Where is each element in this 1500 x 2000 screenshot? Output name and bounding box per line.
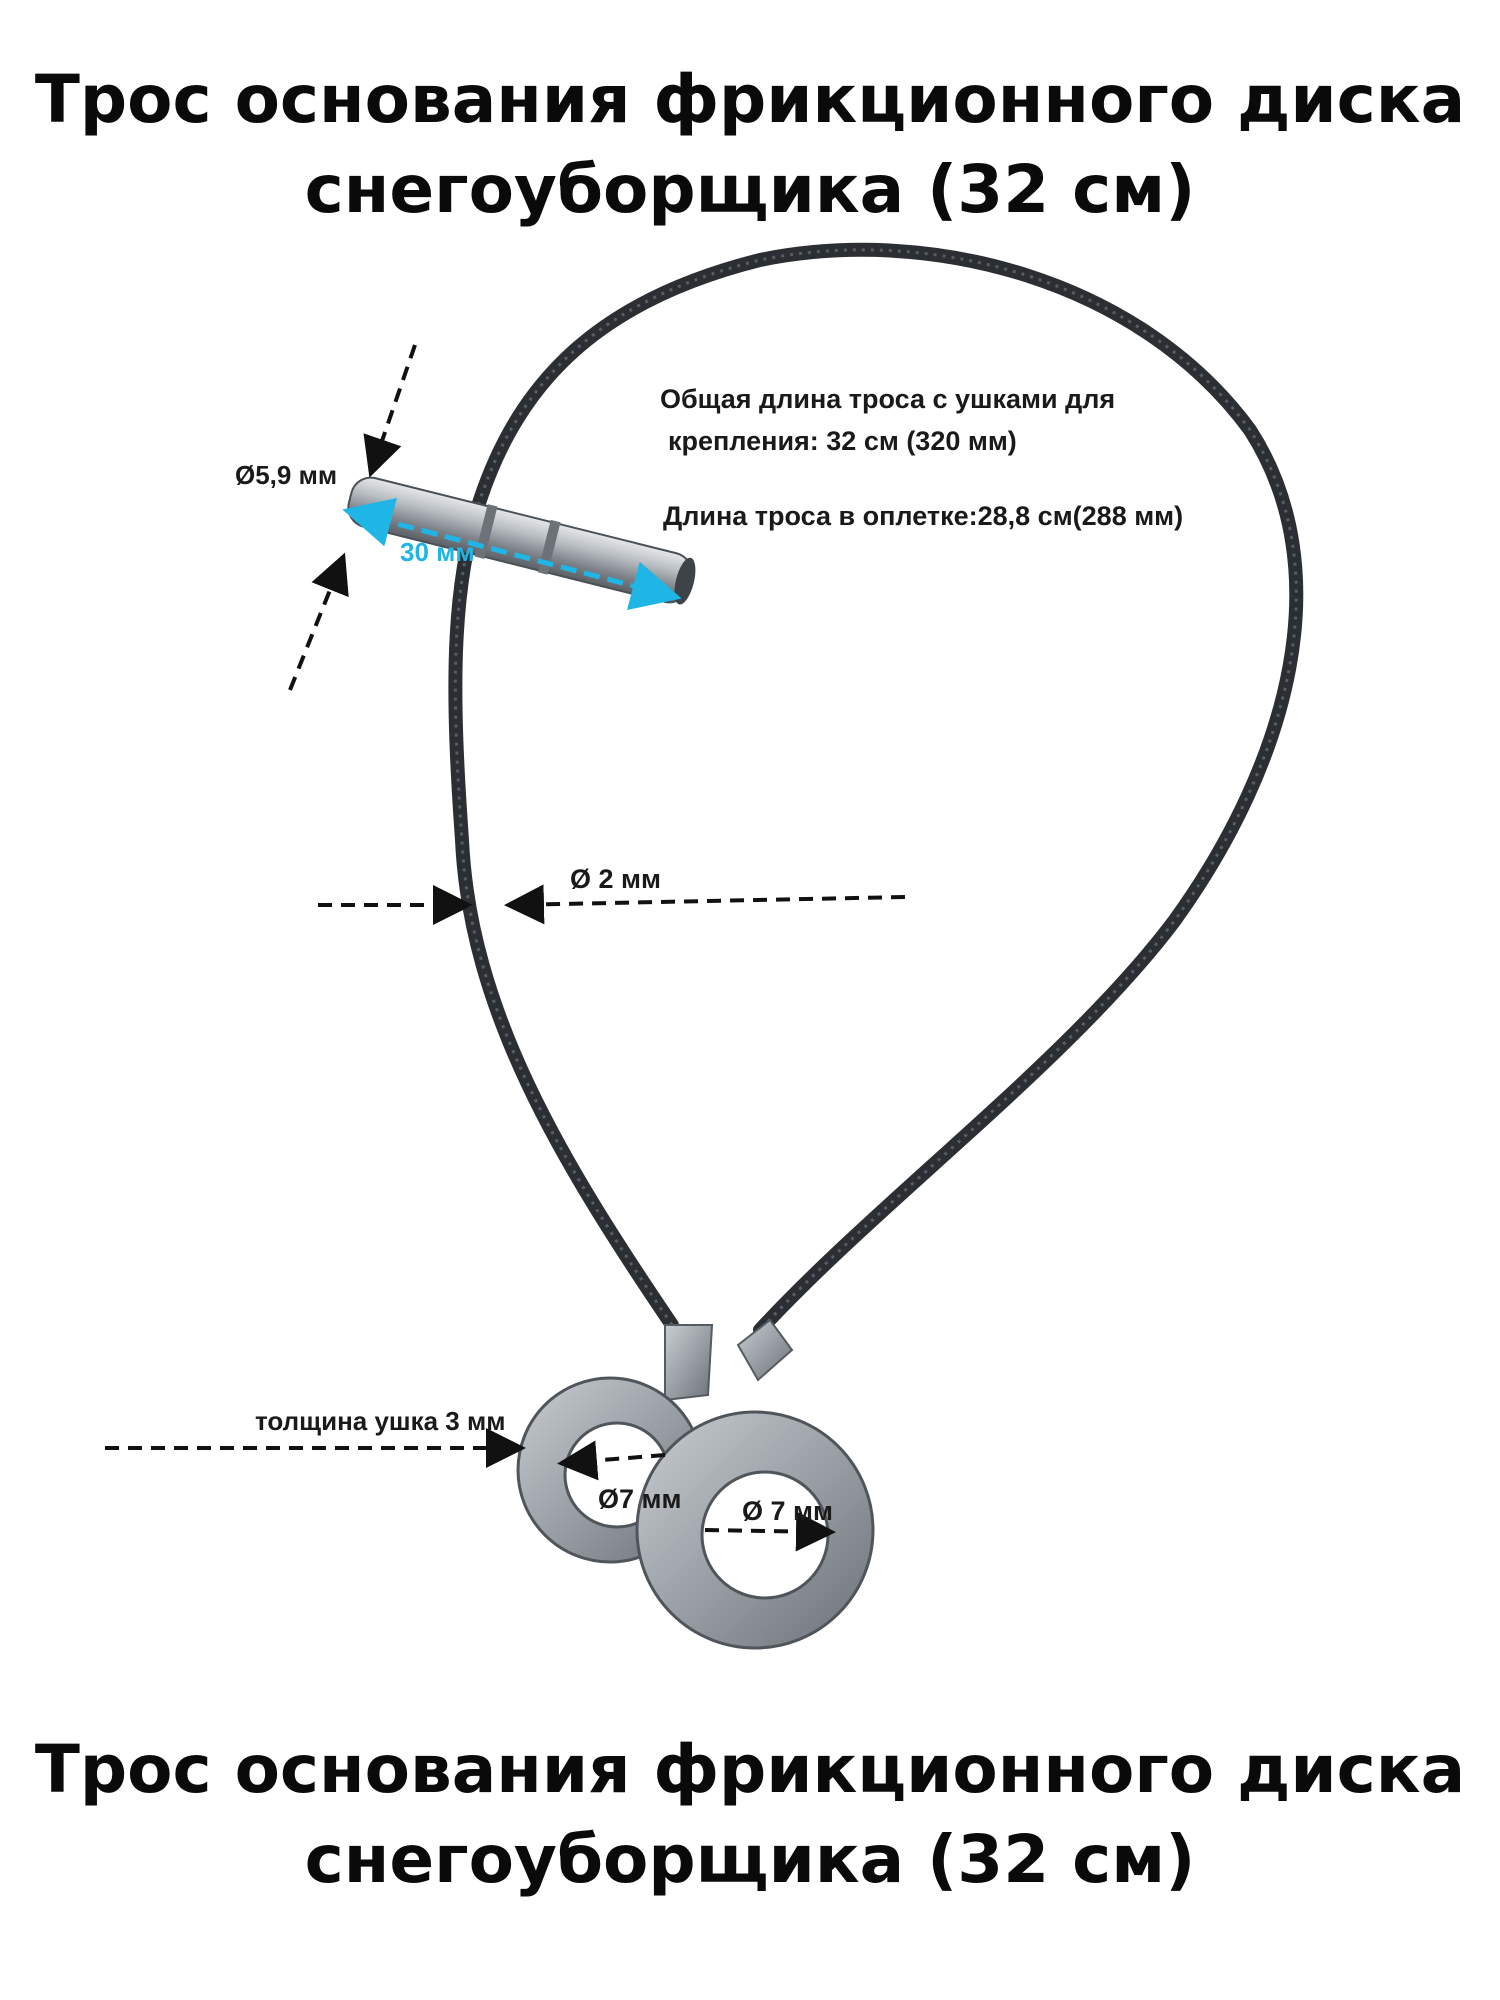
total-length-line2: крепления: 32 см (320 мм) — [668, 426, 1017, 456]
total-length-line1: Общая длина троса с ушками для — [660, 384, 1115, 414]
title-bottom-line1: Трос основания фрикционного диска — [34, 1731, 1466, 1808]
left-eye-diameter-label: Ø7 мм — [598, 1484, 681, 1514]
cable-diameter-label: Ø 2 мм — [570, 864, 661, 894]
right-eye-diameter-label: Ø 7 мм — [742, 1496, 833, 1526]
braided-length: Длина троса в оплетке:28,8 см(288 мм) — [663, 501, 1183, 531]
right-eye-diameter-arrow — [704, 1511, 836, 1552]
title-bottom-line2: снегоуборщика (32 см) — [304, 1821, 1196, 1898]
eye-connector — [664, 1318, 794, 1402]
sleeve-ferrule — [347, 476, 696, 605]
title-top-line2: снегоуборщика (32 см) — [304, 151, 1196, 228]
eye-thickness-label: толщина ушка 3 мм — [255, 1406, 505, 1436]
sleeve-diameter-arrow-top — [363, 344, 417, 478]
title-top: Трос основания фрикционного диска снегоу… — [0, 55, 1500, 235]
sleeve-diameter-arrow-bottom — [288, 552, 349, 691]
cable-diameter-arrow-right — [504, 884, 906, 925]
sleeve-diameter-label: Ø5,9 мм — [235, 460, 337, 490]
right-eye-ring — [635, 1410, 875, 1650]
sleeve-length-arrow — [342, 497, 682, 611]
title-bottom: Трос основания фрикционного диска снегоу… — [0, 1725, 1500, 1905]
left-eye-diameter-arrow — [557, 1440, 666, 1481]
title-top-line1: Трос основания фрикционного диска — [34, 61, 1466, 138]
sleeve-length-label: 30 мм — [400, 537, 475, 567]
